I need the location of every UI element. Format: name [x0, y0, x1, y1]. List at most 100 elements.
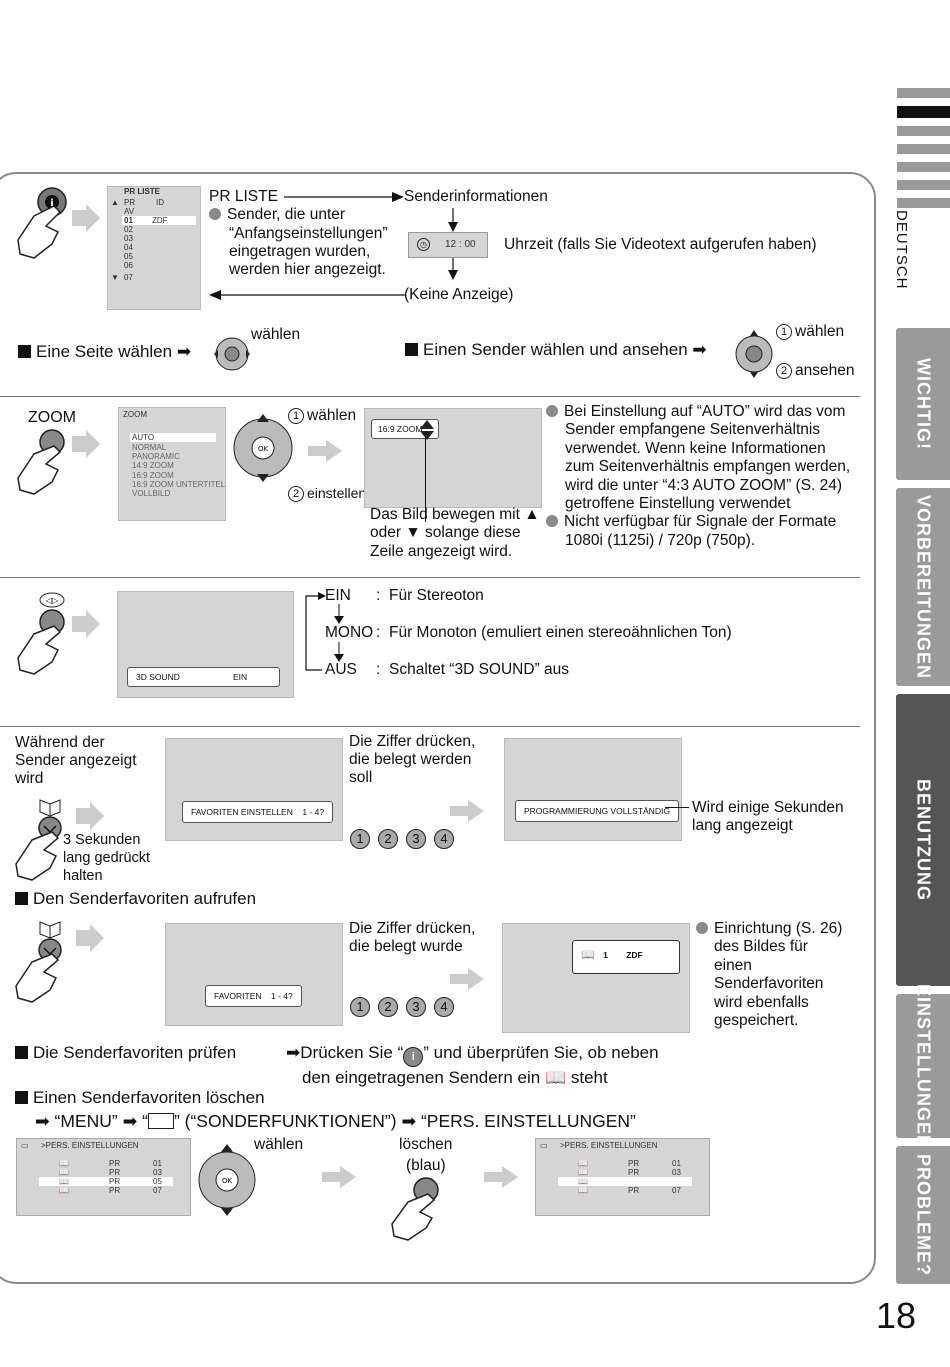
osd-row: 05: [124, 252, 133, 261]
zoom-value-box: 16:9 ZOOM: [371, 419, 439, 439]
divider: [0, 726, 860, 727]
menu-icon: ▭: [21, 1141, 29, 1150]
pers-row-num: 01: [153, 1159, 162, 1168]
pers-row-num: 07: [153, 1186, 162, 1195]
osd-row-selected: [122, 216, 196, 225]
sound-colon: :: [376, 587, 381, 604]
sound-colon: :: [376, 661, 381, 678]
digit-4-button[interactable]: 4: [434, 997, 454, 1017]
sound-osd-label: 3D SOUND: [136, 672, 180, 682]
tab-einstellungen[interactable]: EINSTELLUNGEN: [896, 984, 950, 1149]
zoom-option: AUTO: [132, 433, 155, 442]
fav-call-screen: FAVORITEN 1 - 4?: [165, 923, 343, 1026]
fav-press-l3: soll: [349, 769, 373, 786]
arrow-icon: [450, 800, 484, 822]
sound-ein: EIN: [325, 587, 351, 604]
digit-2-button[interactable]: 2: [378, 997, 398, 1017]
tab-benutzung[interactable]: BENUTZUNG: [896, 694, 950, 986]
digit-3-button[interactable]: 3: [406, 997, 426, 1017]
pr-liste-bullet-l4: werden hier angezeigt.: [229, 261, 386, 278]
fav-call-heading: Den Senderfavoriten aufrufen: [15, 889, 256, 909]
check-text: ➡Drücken Sie “i” und überprüfen Sie, ob …: [286, 1043, 659, 1067]
dpad-icon: [735, 330, 773, 378]
pointer-line: [425, 432, 426, 522]
book-icon: 📖: [578, 1159, 588, 1168]
digit-3-button[interactable]: 3: [406, 829, 426, 849]
zoom-button-hand-icon: [17, 429, 100, 495]
tab-probleme[interactable]: PROBLEME?: [896, 1146, 950, 1284]
fav-hold-l3: halten: [63, 868, 103, 884]
digit-4-button[interactable]: 4: [434, 829, 454, 849]
book-icon: 📖: [59, 1168, 69, 1177]
pr-list-osd: PR LISTE PR ID ▲ ▼ AV 01 ZDF 02 03 04 05…: [107, 186, 201, 310]
dpad-icon: OK: [233, 414, 293, 482]
book-icon: 📖: [581, 949, 595, 961]
svg-text:◁▷: ◁▷: [45, 596, 59, 605]
zoom-option: 14:9 ZOOM: [132, 461, 174, 470]
check-text-l2: den eingetragenen Sendern ein 📖 steht: [302, 1068, 608, 1087]
arrow-icon: [284, 192, 404, 202]
zoom-option: PANORAMIC: [132, 452, 180, 461]
zoom-value: 16:9 ZOOM: [378, 424, 423, 434]
osd-title: PR LISTE: [124, 187, 161, 196]
pers-row-pr: PR: [628, 1168, 640, 1177]
fav-press-l2: die belegt werden: [349, 751, 472, 768]
fav-result-screen: 📖 1 ZDF: [502, 923, 690, 1033]
delete-path: ➡ “MENU” ➡ “” (“SONDERFUNKTIONEN”) ➡ “PE…: [35, 1111, 636, 1131]
digit-2-button[interactable]: 2: [378, 829, 398, 849]
page-number: 18: [876, 1295, 917, 1336]
svg-text:OK: OK: [222, 1177, 233, 1185]
book-icon: 📖: [578, 1168, 588, 1177]
zoom-note2: Nicht verfügbar für Signale der Formate: [546, 513, 836, 532]
fav-press-l1: Die Ziffer drücken,: [349, 733, 476, 750]
tab-wichtig[interactable]: WICHTIG!: [896, 328, 950, 480]
tab-deutsch: DEUTSCH: [893, 210, 923, 300]
pers-row-pr: PR: [628, 1159, 640, 1168]
book-icon: 📖: [59, 1159, 69, 1168]
pers-row-pr: PR: [109, 1186, 121, 1195]
scroll-up-icon: ▲: [111, 198, 119, 207]
digit-1-button[interactable]: 1: [350, 997, 370, 1017]
fav-press2-l1: Die Ziffer drücken,: [349, 920, 476, 937]
pers-row-pr: PR: [109, 1159, 121, 1168]
fav-setup-l5: wird ebenfalls: [714, 994, 809, 1011]
sender-info-label: Senderinformationen: [404, 188, 548, 205]
fav-result-box: 📖 1 ZDF: [572, 940, 680, 974]
pr-liste-bullet-l2: “Anfangseinstellungen”: [229, 225, 388, 242]
tab-deutsch-label: DEUTSCH: [893, 210, 910, 290]
tab-vorbereitungen[interactable]: VORBEREITUNGEN: [896, 488, 950, 686]
fav-call-box: FAVORITEN 1 - 4?: [205, 985, 302, 1007]
sound-aus: AUS: [325, 661, 357, 678]
fav-hold-l1: 3 Sekunden: [63, 832, 141, 848]
pers-row-num: 03: [672, 1168, 681, 1177]
fav-setup-l4: Senderfavoriten: [714, 975, 824, 992]
fav-setup-l3: einen: [714, 957, 752, 974]
osd-row: 07: [124, 273, 133, 282]
clock-value: 12 : 00: [445, 239, 476, 250]
delete-loeschen: löschen: [399, 1136, 453, 1153]
sound-colon: :: [376, 624, 381, 641]
favorite-button-hand-icon: [15, 799, 104, 881]
arrow-icon: [334, 604, 344, 624]
zoom-osd-selected: [130, 433, 216, 442]
digit-1-button[interactable]: 1: [350, 829, 370, 849]
page-select-waehlen: wählen: [251, 326, 301, 343]
info-icon: i: [403, 1047, 424, 1067]
pers-osd-title: >PERS. EINSTELLUNGEN: [41, 1141, 139, 1150]
dpad-icon: [214, 337, 250, 371]
pers-row-num: 05: [153, 1177, 162, 1186]
sound-mono-desc: Für Monoton (emuliert einen stereoähnlic…: [389, 624, 732, 641]
channel-select-heading: Einen Sender wählen und ansehen ➡: [405, 340, 707, 360]
page-select-heading: Eine Seite wählen ➡: [18, 342, 191, 362]
clock-osd: ◷ 12 : 00: [408, 232, 488, 258]
osd-row: 02: [124, 225, 133, 234]
book-icon: 📖: [59, 1186, 69, 1195]
osd-col2: ID: [156, 198, 164, 207]
zoom-note1-l5: wird die unter “4:3 AUTO ZOOM” (S. 24): [565, 477, 843, 494]
info-button-hand-icon: i: [17, 187, 100, 259]
pers-row-selected: [558, 1177, 692, 1186]
pers-row-pr: PR: [109, 1168, 121, 1177]
sound-ein-desc: Für Stereoton: [389, 587, 484, 604]
osd-row: 06: [124, 261, 133, 270]
divider: [0, 577, 860, 578]
